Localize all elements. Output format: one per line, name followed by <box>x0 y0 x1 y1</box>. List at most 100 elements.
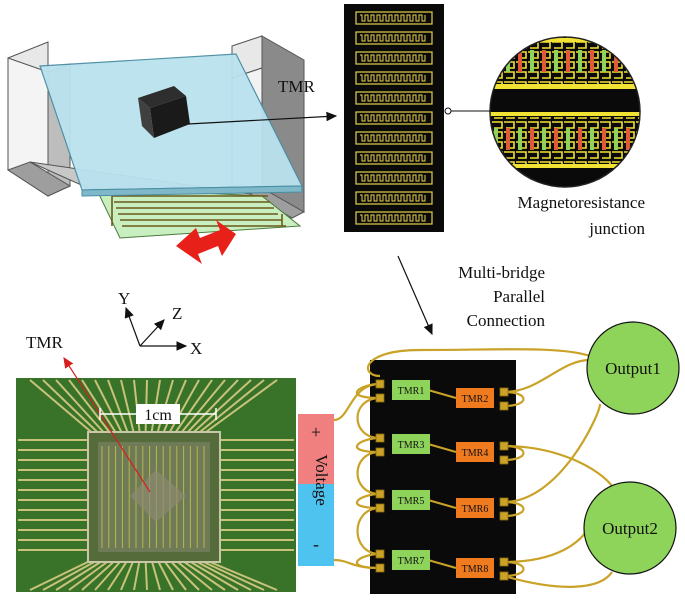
pcb-trace <box>55 557 108 591</box>
axes-icon <box>124 306 188 351</box>
scale-bar <box>99 404 217 424</box>
magnet-block <box>138 86 190 138</box>
zoom-origin-dot <box>444 107 452 115</box>
pcb-trace <box>133 557 141 591</box>
pcb-trace <box>194 557 265 591</box>
output1-node <box>586 321 680 415</box>
junction-dot <box>542 50 546 72</box>
tmr-right-label: TMR8 <box>462 564 489 575</box>
junction-dot <box>578 128 582 150</box>
bond-pad <box>375 549 385 559</box>
junction-dot <box>590 128 594 150</box>
pcb-trace <box>29 557 97 591</box>
junction-dot <box>518 128 522 150</box>
junction-dot <box>506 128 510 150</box>
voltage-word: Voltage <box>312 454 331 506</box>
junction-dot <box>626 128 630 150</box>
junction-dot <box>602 50 606 72</box>
tmr-right-block <box>456 442 494 462</box>
bond-pad <box>375 433 385 443</box>
bond-pad <box>375 503 385 513</box>
strip-row <box>355 211 433 225</box>
voltage-plus: + <box>311 422 321 442</box>
bond-pad <box>499 557 509 567</box>
chip-traces <box>111 195 286 227</box>
bond-pad <box>375 393 385 403</box>
strip-row <box>355 111 433 125</box>
pcb-trace <box>199 379 278 437</box>
multibridge-line2: Parallel <box>493 287 545 306</box>
pcb-trace <box>189 557 252 591</box>
strip-row <box>355 51 433 65</box>
pcb-trace <box>42 557 102 591</box>
pcb-trace <box>55 379 108 437</box>
pcb-trace <box>120 557 136 591</box>
output1-label: Output1 <box>605 359 661 378</box>
pcb-trace <box>166 379 200 437</box>
pcb-trace <box>188 379 252 437</box>
voltage-source <box>298 414 334 566</box>
pcb-trace <box>94 557 125 591</box>
tmr-chip-strip <box>344 4 444 232</box>
tmr-left-block <box>392 434 430 454</box>
pcb-trace <box>42 379 103 437</box>
pcb-trace <box>150 557 161 591</box>
junction-dot <box>554 50 558 72</box>
pcb-trace <box>177 379 226 437</box>
tmr-left-block <box>392 550 430 570</box>
bond-pad <box>499 401 509 411</box>
bond-pad <box>375 563 385 573</box>
bond-pad <box>499 511 509 521</box>
pcb-trace <box>183 379 239 437</box>
pcb-trace <box>166 557 200 591</box>
junction-dot <box>578 50 582 72</box>
junction-dot <box>566 128 570 150</box>
magnet-pointer <box>187 111 338 125</box>
strip-row <box>355 31 433 45</box>
pcb-trace <box>172 557 213 591</box>
bond-pad <box>499 455 509 465</box>
mr-junction-line1: Magnetoresistance <box>518 193 645 212</box>
junction-dot <box>554 128 558 150</box>
junction-dot <box>614 50 618 72</box>
bond-pad <box>499 387 509 397</box>
voltage-minus: - <box>313 534 319 554</box>
bond-pad <box>499 571 509 581</box>
mount-3d-illustration <box>6 35 306 264</box>
output2-label: Output2 <box>602 519 658 538</box>
bond-pad <box>375 489 385 499</box>
junction-zoom-circle <box>489 36 641 188</box>
pcb-trace <box>68 379 114 437</box>
tmr-left-label: TMR5 <box>398 496 425 507</box>
wires <box>333 348 613 588</box>
tmr-left-label: TMR7 <box>398 556 425 567</box>
tmr-right-label: TMR2 <box>462 394 489 405</box>
tmr-left-block <box>392 490 430 510</box>
pcb-trace <box>155 557 174 591</box>
junction-dot <box>494 50 498 72</box>
pcb-trace <box>144 557 148 591</box>
bond-pad <box>375 447 385 457</box>
strip-row <box>355 191 433 205</box>
scale-label: 1cm <box>144 407 172 424</box>
multibridge-line1: Multi-bridge <box>458 263 545 282</box>
strip-row <box>355 131 433 145</box>
tmr-right-block <box>456 558 494 578</box>
strip-to-board-arrow <box>397 255 433 336</box>
tmr-left-label: TMR1 <box>398 386 425 397</box>
pcb-trace <box>68 557 114 591</box>
tmr-right-block <box>456 388 494 408</box>
multibridge-line3: Connection <box>467 311 546 330</box>
pcb-trace <box>161 557 187 591</box>
pcb-trace <box>183 557 239 591</box>
bond-pad <box>375 379 385 389</box>
axis-y-label: Y <box>118 289 130 308</box>
tmr-right-block <box>456 498 494 518</box>
junction-dot <box>590 50 594 72</box>
strip-row <box>355 11 433 25</box>
